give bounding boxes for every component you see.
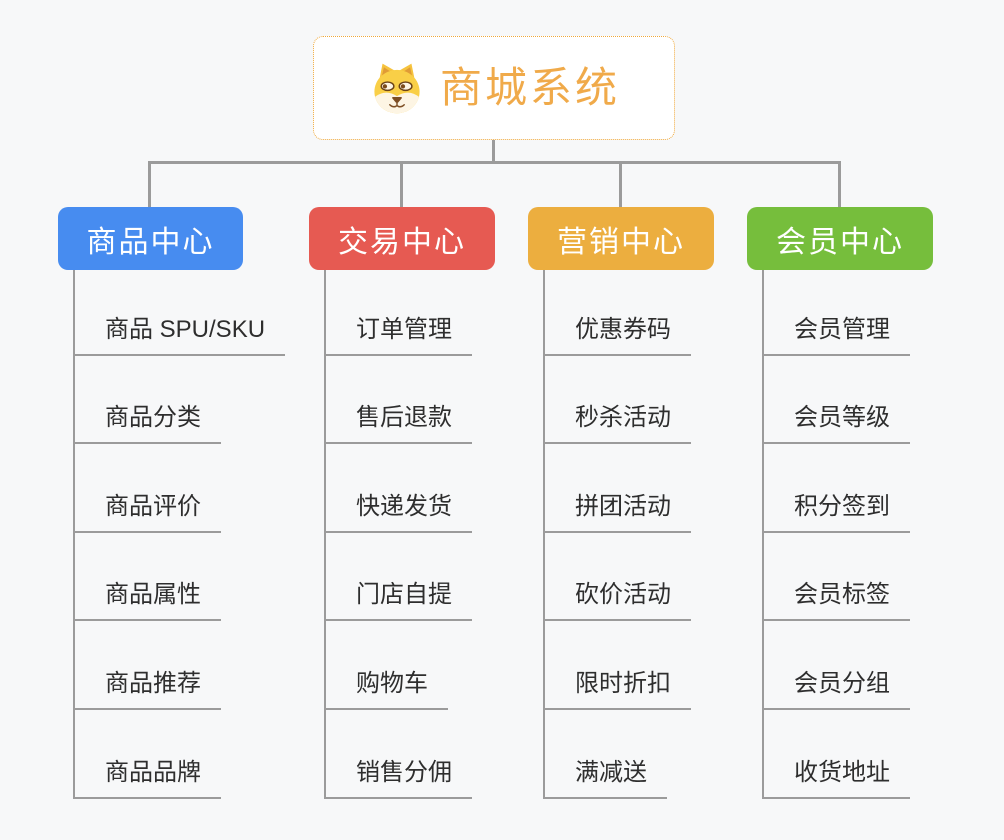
branch-label: 营销中心 bbox=[557, 225, 685, 259]
connector-branch-drop bbox=[619, 161, 622, 208]
branch-trade-center[interactable]: 交易中心 bbox=[309, 207, 495, 270]
root-title: 商城系统 bbox=[439, 64, 620, 111]
subtopic-node[interactable]: 满减送 bbox=[543, 758, 667, 799]
subtopic-node[interactable]: 商品分类 bbox=[73, 403, 221, 444]
subtopic-node[interactable]: 商品品牌 bbox=[73, 758, 221, 799]
branch-label: 交易中心 bbox=[338, 225, 466, 259]
connector-branch-drop bbox=[400, 161, 403, 208]
subtopic-node[interactable]: 会员管理 bbox=[762, 315, 910, 356]
subtopic-node[interactable]: 收货地址 bbox=[762, 758, 910, 799]
subtopic-node[interactable]: 会员分组 bbox=[762, 669, 910, 710]
shiba-dog-icon bbox=[374, 63, 420, 114]
subtopic-node[interactable]: 购物车 bbox=[324, 669, 448, 710]
subtopic-node[interactable]: 商品 SPU/SKU bbox=[73, 315, 286, 356]
subtopic-node[interactable]: 快递发货 bbox=[324, 492, 472, 533]
branch-label: 会员中心 bbox=[776, 225, 904, 259]
column-spine bbox=[543, 270, 545, 799]
column-spine bbox=[762, 270, 764, 799]
subtopic-node[interactable]: 秒杀活动 bbox=[543, 403, 691, 444]
connector-horizontal bbox=[149, 161, 841, 164]
subtopic-node[interactable]: 砍价活动 bbox=[543, 580, 691, 621]
column-spine bbox=[324, 270, 326, 799]
subtopic-node[interactable]: 优惠券码 bbox=[543, 315, 691, 356]
subtopic-node[interactable]: 订单管理 bbox=[324, 315, 472, 356]
subtopic-node[interactable]: 商品评价 bbox=[73, 492, 221, 533]
connector-root-drop bbox=[492, 139, 495, 164]
branch-label: 商品中心 bbox=[86, 225, 215, 259]
subtopic-node[interactable]: 售后退款 bbox=[324, 403, 472, 444]
subtopic-node[interactable]: 销售分佣 bbox=[324, 758, 472, 799]
subtopic-node[interactable]: 会员标签 bbox=[762, 580, 910, 621]
branch-product-center[interactable]: 商品中心 bbox=[58, 207, 243, 270]
subtopic-node[interactable]: 商品推荐 bbox=[73, 669, 221, 710]
connector-branch-drop bbox=[148, 161, 151, 208]
subtopic-node[interactable]: 限时折扣 bbox=[543, 669, 691, 710]
subtopic-node[interactable]: 会员等级 bbox=[762, 403, 910, 444]
root-node[interactable]: 商城系统 bbox=[313, 36, 675, 140]
subtopic-node[interactable]: 门店自提 bbox=[324, 580, 472, 621]
subtopic-node[interactable]: 积分签到 bbox=[762, 492, 910, 533]
subtopic-node[interactable]: 商品属性 bbox=[73, 580, 221, 621]
subtopic-node[interactable]: 拼团活动 bbox=[543, 492, 691, 533]
branch-member-center[interactable]: 会员中心 bbox=[747, 207, 933, 270]
branch-marketing-center[interactable]: 营销中心 bbox=[528, 207, 714, 270]
column-spine bbox=[73, 270, 75, 799]
connector-branch-drop bbox=[838, 161, 841, 208]
